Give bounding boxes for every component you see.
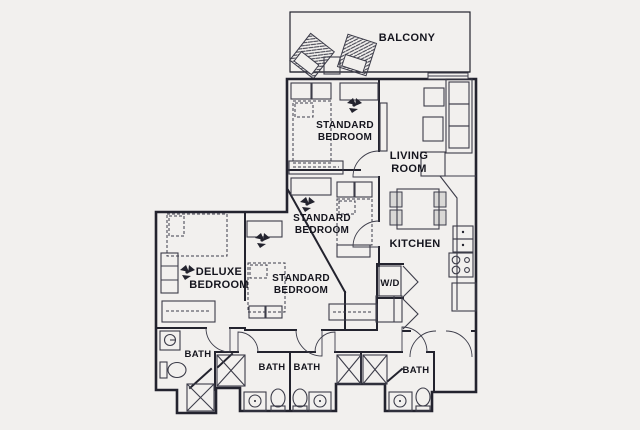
standard-bedroom-2-label-line1: STANDARD <box>293 213 351 224</box>
balcony-table-icon <box>323 56 341 75</box>
dresser-icon <box>288 160 344 175</box>
room-bath-1: BATH <box>159 330 246 412</box>
ceiling-fan-icon <box>180 265 195 280</box>
deluxe-bedroom-label-line1: DELUXE <box>196 266 242 278</box>
dining-table-icon <box>396 188 440 230</box>
room-standard-bedroom-1: STANDARD BEDROOM <box>288 82 379 175</box>
bed-icon <box>336 198 373 246</box>
desk-icon <box>290 177 332 196</box>
dresser-icon <box>328 303 378 321</box>
closet-icon <box>290 82 312 100</box>
room-bath-3: BATH <box>292 354 362 412</box>
kitchen-label: KITCHEN <box>390 238 441 250</box>
exterior-wall <box>154 77 478 415</box>
dresser-icon <box>248 305 266 319</box>
room-bath-2: BATH <box>243 362 286 412</box>
living-room-label-line2: ROOM <box>391 163 426 175</box>
bed-pillow <box>338 200 356 215</box>
toilet-icon <box>292 388 308 408</box>
bifold-door-icon <box>402 265 419 298</box>
hall-storage <box>328 295 403 323</box>
bath-1-label: BATH <box>185 349 212 360</box>
closet-icon <box>311 82 332 100</box>
closet-icon <box>336 181 355 198</box>
standard-bedroom-1-label-line2: BEDROOM <box>318 132 372 143</box>
bathroom-sink-icon <box>159 330 181 351</box>
toilet-icon <box>415 387 431 407</box>
bench-icon <box>336 244 371 258</box>
dresser-icon <box>265 305 283 319</box>
bathroom-sink-icon <box>243 391 267 412</box>
toilet-icon <box>270 388 286 408</box>
washer-dryer-icon <box>378 265 402 297</box>
lounge-chair-icon <box>336 33 378 77</box>
dresser-icon <box>161 300 216 323</box>
door-swing-icons <box>188 150 473 390</box>
shower-icon <box>186 383 215 412</box>
toilet-icon <box>159 361 168 379</box>
dining-chair-icon <box>433 209 447 226</box>
room-standard-bedroom-2: STANDARD BEDROOM <box>290 177 373 258</box>
side-table-icon <box>423 87 445 107</box>
laundry-label: W/D <box>380 278 399 289</box>
side-table-icon <box>422 116 444 142</box>
bath-3-label: BATH <box>294 362 321 373</box>
bifold-door-icon <box>402 298 419 330</box>
ceiling-fan-icon <box>300 197 315 212</box>
shower-icon <box>216 354 246 387</box>
room-balcony: BALCONY <box>289 11 471 80</box>
shower-icon <box>336 354 362 385</box>
closet-icon <box>354 181 373 198</box>
room-kitchen: KITCHEN <box>389 175 477 312</box>
living-room-label-line1: LIVING <box>390 150 428 162</box>
stove-icon <box>448 252 474 278</box>
deluxe-bedroom-label-line2: BEDROOM <box>189 279 249 291</box>
shower-icon <box>362 354 388 385</box>
standard-bedroom-3-label-line2: BEDROOM <box>274 285 328 296</box>
dining-chair-icon <box>389 209 403 226</box>
bathroom-sink-icon <box>308 391 332 412</box>
kitchen-counter-icon <box>439 175 476 310</box>
bed-icon <box>247 262 286 313</box>
refrigerator-icon <box>451 282 477 312</box>
wardrobe-icon <box>160 252 179 294</box>
lounge-chair-icon <box>289 32 335 80</box>
balcony-label: BALCONY <box>379 32 436 44</box>
bed-pillow <box>294 102 314 118</box>
bath-4-label: BATH <box>403 365 430 376</box>
side-table-icon <box>420 151 446 177</box>
room-bath-4: BATH <box>362 354 431 412</box>
bath-2-label: BATH <box>259 362 286 373</box>
ceiling-fan-icon <box>255 233 270 248</box>
bed-pillow <box>168 215 185 237</box>
sofa-icon <box>445 78 473 154</box>
bed-pillow <box>249 264 268 279</box>
media-console-icon <box>379 102 388 152</box>
standard-bedroom-1-label-line1: STANDARD <box>316 120 374 131</box>
bed-icon <box>166 213 228 257</box>
bathroom-sink-icon <box>388 391 413 412</box>
room-laundry: W/D <box>378 265 419 330</box>
dining-chair-icon <box>389 191 403 208</box>
closet-icon <box>375 295 403 323</box>
standard-bedroom-3-label-line1: STANDARD <box>272 273 330 284</box>
dining-chair-icon <box>433 191 447 208</box>
room-living-room: LIVING ROOM <box>379 78 473 177</box>
room-deluxe-bedroom: DELUXE BEDROOM <box>160 213 249 323</box>
room-standard-bedroom-3: STANDARD BEDROOM <box>246 220 330 319</box>
desk-icon <box>339 82 379 101</box>
standard-bedroom-2-label-line2: BEDROOM <box>295 225 349 236</box>
